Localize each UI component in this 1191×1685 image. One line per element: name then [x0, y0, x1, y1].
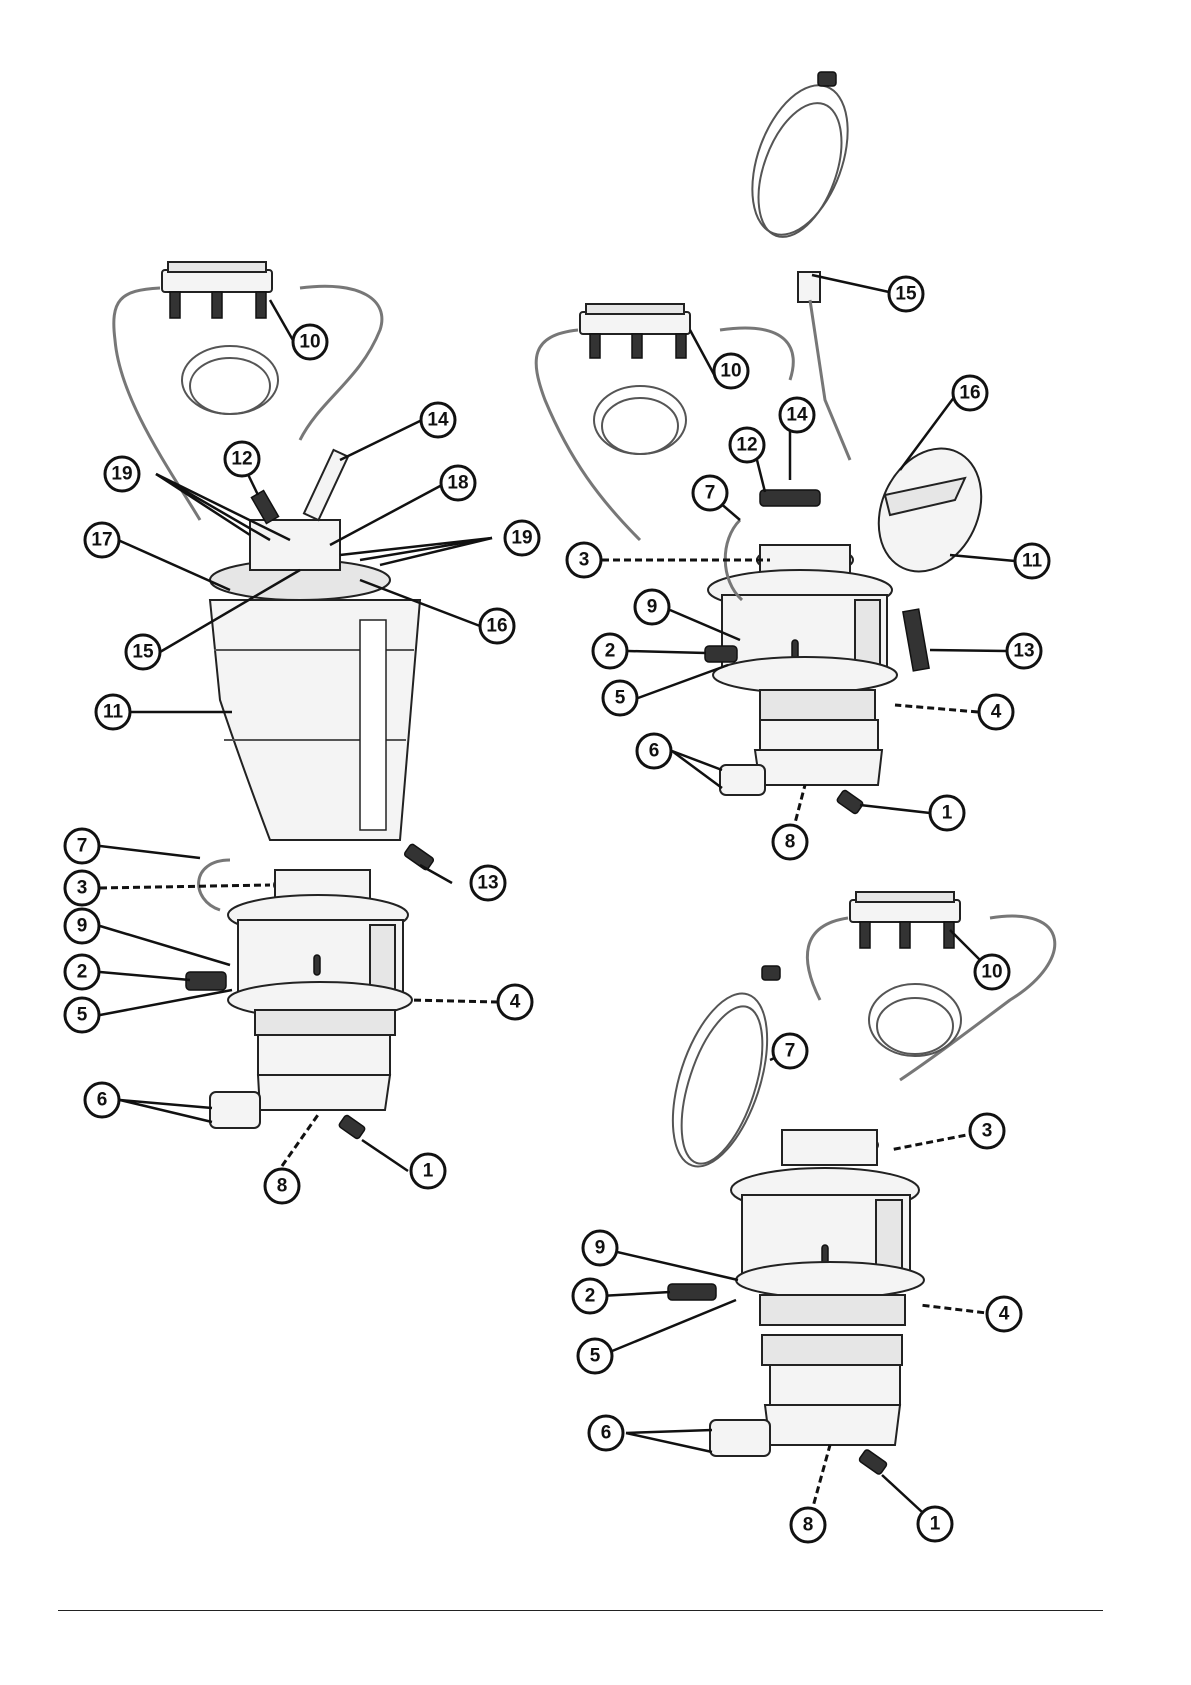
callout-ur-4: 4	[979, 695, 1013, 729]
callout-lr-5: 5	[578, 1339, 612, 1373]
svg-text:2: 2	[77, 962, 88, 983]
callout-ur-15: 15	[889, 277, 923, 311]
svg-text:16: 16	[959, 383, 980, 404]
svg-text:13: 13	[1013, 641, 1034, 662]
callout-left-2: 2	[65, 955, 99, 989]
callout-lr-6: 6	[589, 1416, 623, 1450]
callout-lr-7: 7	[773, 1034, 807, 1068]
callout-left-8: 8	[265, 1169, 299, 1203]
callout-left-7: 7	[65, 829, 99, 863]
callout-ur-3: 3	[567, 543, 601, 577]
callout-lr-3: 3	[970, 1114, 1004, 1148]
callout-left-4: 4	[498, 985, 532, 1019]
callout-ur-10: 10	[714, 354, 748, 388]
callout-ur-13: 13	[1007, 634, 1041, 668]
callout-ur-11: 11	[1015, 544, 1049, 578]
svg-text:3: 3	[982, 1121, 993, 1142]
callout-left-15: 15	[126, 635, 160, 669]
callout-ur-12: 12	[730, 428, 764, 462]
callout-lr-10: 10	[975, 955, 1009, 989]
svg-text:15: 15	[132, 642, 154, 663]
svg-text:1: 1	[942, 803, 953, 824]
svg-text:2: 2	[585, 1286, 596, 1307]
callout-left-12: 12	[225, 442, 259, 476]
svg-text:11: 11	[103, 702, 124, 723]
svg-text:6: 6	[97, 1090, 108, 1111]
callout-ur-14: 14	[780, 398, 814, 432]
svg-text:19: 19	[511, 528, 532, 549]
callout-ur-6: 6	[637, 734, 671, 768]
svg-text:11: 11	[1022, 551, 1043, 572]
footer-rule	[58, 1610, 1103, 1611]
svg-text:12: 12	[231, 449, 252, 470]
callout-left-6: 6	[85, 1083, 119, 1117]
svg-text:12: 12	[736, 435, 757, 456]
svg-text:5: 5	[77, 1005, 88, 1026]
svg-text:14: 14	[786, 405, 808, 426]
svg-text:8: 8	[277, 1176, 288, 1197]
svg-text:16: 16	[486, 616, 507, 637]
svg-text:6: 6	[601, 1423, 612, 1444]
svg-text:4: 4	[999, 1304, 1010, 1325]
svg-text:10: 10	[720, 361, 741, 382]
callout-ur-1: 1	[930, 796, 964, 830]
svg-text:13: 13	[477, 873, 498, 894]
svg-text:3: 3	[579, 550, 590, 571]
callout-left-16: 16	[480, 609, 514, 643]
callout-left-10: 10	[293, 325, 327, 359]
callout-lr-4: 4	[987, 1297, 1021, 1331]
callout-lr-1: 1	[918, 1507, 952, 1541]
callout-left-1: 1	[411, 1154, 445, 1188]
svg-text:7: 7	[77, 836, 88, 857]
callout-left-5: 5	[65, 998, 99, 1032]
callout-left-14: 14	[421, 403, 455, 437]
callout-left-18: 18	[441, 466, 475, 500]
svg-text:7: 7	[785, 1041, 796, 1062]
svg-text:5: 5	[590, 1346, 601, 1367]
svg-text:5: 5	[615, 688, 626, 709]
callout-ur-5: 5	[603, 681, 637, 715]
svg-text:1: 1	[930, 1514, 941, 1535]
svg-text:10: 10	[981, 962, 1002, 983]
callout-left-11: 11	[96, 695, 130, 729]
callout-lr-9: 9	[583, 1231, 617, 1265]
svg-text:18: 18	[447, 473, 468, 494]
svg-text:1: 1	[423, 1161, 434, 1182]
callout-lr-8: 8	[791, 1508, 825, 1542]
svg-text:19: 19	[111, 464, 132, 485]
svg-text:6: 6	[649, 741, 660, 762]
callout-left-3: 3	[65, 871, 99, 905]
svg-text:8: 8	[785, 832, 796, 853]
svg-text:4: 4	[991, 702, 1002, 723]
callout-left-19-a: 19	[105, 457, 139, 491]
svg-text:7: 7	[705, 483, 716, 504]
callout-left-13: 13	[471, 866, 505, 900]
svg-text:4: 4	[510, 992, 521, 1013]
svg-text:9: 9	[595, 1238, 606, 1259]
svg-text:9: 9	[647, 597, 658, 618]
svg-text:17: 17	[91, 530, 112, 551]
svg-text:15: 15	[895, 284, 917, 305]
callout-lr-2: 2	[573, 1279, 607, 1313]
callout-left-19-b: 19	[505, 521, 539, 555]
callout-left-17: 17	[85, 523, 119, 557]
callout-ur-16: 16	[953, 376, 987, 410]
svg-text:3: 3	[77, 878, 88, 899]
callout-ur-8: 8	[773, 825, 807, 859]
svg-text:2: 2	[605, 641, 616, 662]
svg-text:9: 9	[77, 916, 88, 937]
svg-text:10: 10	[299, 332, 320, 353]
callout-ur-2: 2	[593, 634, 627, 668]
callout-ur-7: 7	[693, 476, 727, 510]
svg-text:14: 14	[427, 410, 449, 431]
callout-ur-9: 9	[635, 590, 669, 624]
left-assembly-drawing	[114, 262, 435, 1140]
svg-text:8: 8	[803, 1515, 814, 1536]
callout-left-9: 9	[65, 909, 99, 943]
